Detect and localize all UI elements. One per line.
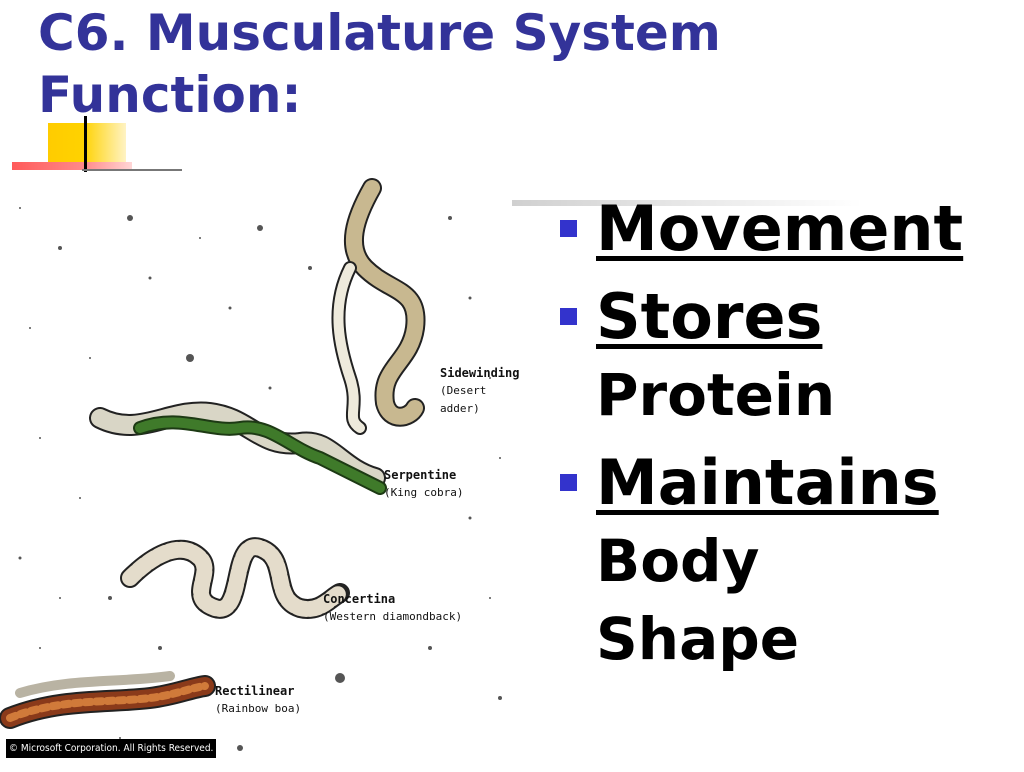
bullet-title: Movement [596,192,964,265]
bullet-square-icon [560,474,577,491]
label-rectilinear: Rectilinear (Rainbow boa) [215,682,301,718]
bullet-subtext: Shape [596,605,800,673]
label-serpentine-sub: (King cobra) [384,486,464,499]
bullet-title: Maintains [596,446,939,519]
snake-locomotion-illustration: Sidewinding (Desert adder) Serpentine (K… [0,178,519,768]
bullet-subtext: Protein [596,361,836,429]
decorative-rule [82,169,182,171]
bullet-subtext: Body [596,527,760,595]
label-concertina-sub: (Western diamondback) [323,610,463,623]
slide-title: C6. Musculature System Function: [38,4,721,124]
copyright-credit: © Microsoft Corporation. All Rights Rese… [6,739,217,758]
label-sidewinding-name: Sidewinding [440,366,520,380]
decorative-gray-line [512,200,862,206]
concertina-snake [120,537,350,619]
decorative-vertical-line [84,116,87,172]
function-bullet-list: Movement Stores Protein Maintains Body S… [560,190,1000,688]
label-sidewinding-sub: (Desert adder) [440,384,487,415]
label-rectilinear-name: Rectilinear [215,684,295,698]
bullet-item-stores-protein: Stores Protein [560,278,1000,434]
label-concertina: Concertina (Western diamondback) [323,590,462,626]
bullet-square-icon [560,220,577,237]
background-speckles [18,207,502,751]
label-concertina-name: Concertina [323,592,396,606]
rectilinear-snake [0,671,216,729]
label-rectilinear-sub: (Rainbow boa) [215,702,302,715]
label-serpentine-name: Serpentine [384,468,457,482]
label-sidewinding: Sidewinding (Desert adder) [440,364,519,418]
decorative-yellow-square [48,123,126,169]
serpentine-snake [89,401,387,495]
bullet-item-maintains-body-shape: Maintains Body Shape [560,444,1000,678]
bullet-title: Stores [596,280,823,353]
snake-illustration-svg [0,178,502,751]
label-serpentine: Serpentine (King cobra) [384,466,463,502]
sidewinding-snake [331,178,426,435]
bullet-item-movement: Movement [560,190,1000,268]
decorative-red-bar [12,162,132,170]
bullet-square-icon [560,308,577,325]
